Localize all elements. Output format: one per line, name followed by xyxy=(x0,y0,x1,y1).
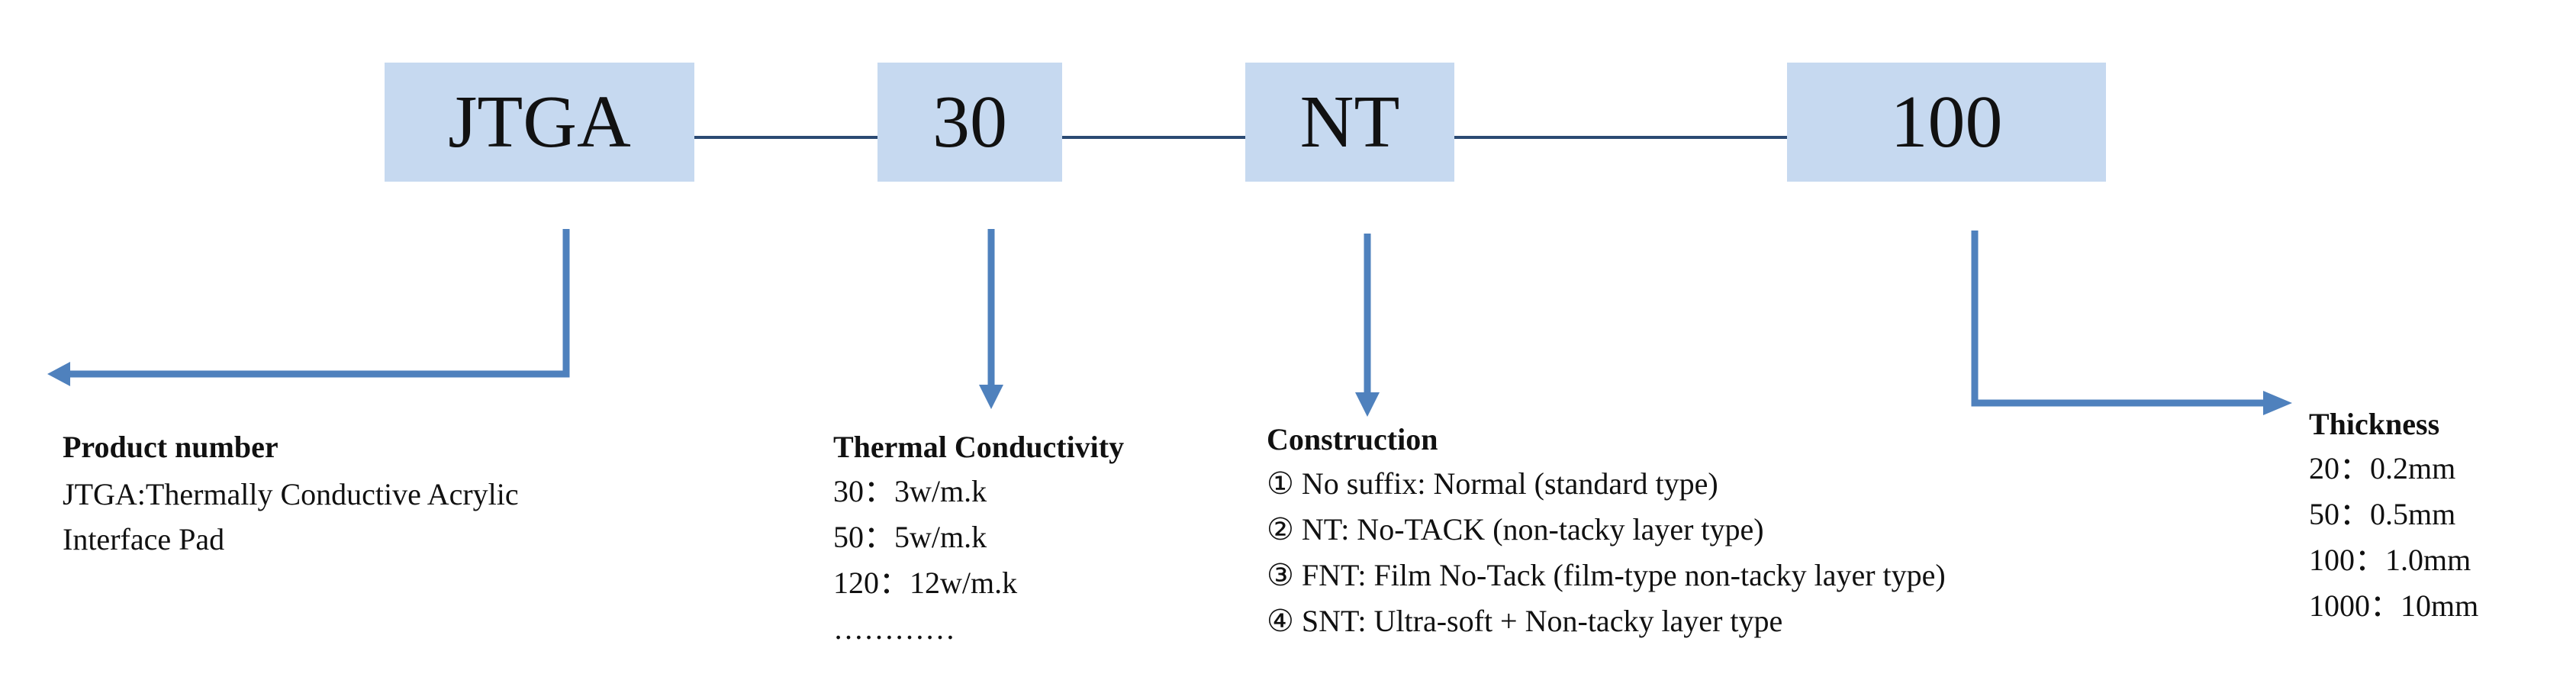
desc-line: ② NT: No-TACK (non-tacky layer type) xyxy=(1267,512,1764,547)
code-box-thickness: 100 xyxy=(1787,63,2106,182)
code-box-product: JTGA xyxy=(385,63,694,182)
desc-line: 120：12w/m.k xyxy=(833,566,1018,600)
arrowhead-down xyxy=(979,385,1003,409)
desc-conductivity: Thermal Conductivity 30：3w/m.k 50：5w/m.k… xyxy=(833,426,1124,652)
arrowhead-right xyxy=(2263,391,2292,415)
connector-line xyxy=(1453,136,1789,139)
arrowhead-down xyxy=(1355,392,1380,417)
desc-line: JTGA:Thermally Conductive Acrylic xyxy=(63,477,519,511)
desc-line: ③ FNT: Film No-Tack (film-type non-tacky… xyxy=(1267,558,1946,592)
code-label: JTGA xyxy=(448,81,631,163)
desc-line: 30：3w/m.k xyxy=(833,474,987,508)
arrow-product xyxy=(64,229,570,378)
desc-line: 50：0.5mm xyxy=(2309,497,2456,531)
code-label: 30 xyxy=(932,81,1007,163)
desc-line: 20：0.2mm xyxy=(2309,451,2456,485)
code-label: NT xyxy=(1299,81,1400,163)
desc-line: ④ SNT: Ultra-soft + Non-tacky layer type xyxy=(1267,604,1783,638)
desc-title: Thickness xyxy=(2309,407,2440,441)
desc-line: ………… xyxy=(833,611,955,646)
desc-title: Product number xyxy=(63,430,279,464)
arrowhead-left xyxy=(47,362,70,386)
desc-title: Construction xyxy=(1267,422,1438,456)
code-box-construction: NT xyxy=(1245,63,1454,182)
desc-thickness: Thickness 20：0.2mm 50：0.5mm 100：1.0mm 10… xyxy=(2309,403,2478,629)
desc-title: Thermal Conductivity xyxy=(833,430,1125,464)
desc-construction: Construction ① No suffix: Normal (standa… xyxy=(1267,418,1946,644)
desc-line: ① No suffix: Normal (standard type) xyxy=(1267,466,1718,501)
desc-product: Product number JTGA:Thermally Conductive… xyxy=(63,426,519,562)
code-box-conductivity: 30 xyxy=(877,63,1062,182)
desc-line: 1000：10mm xyxy=(2309,588,2479,623)
connector-line xyxy=(693,136,879,139)
desc-line: 100：1.0mm xyxy=(2309,543,2471,577)
code-label: 100 xyxy=(1890,81,2003,163)
desc-line: 50：5w/m.k xyxy=(833,520,987,554)
arrow-thickness xyxy=(1971,231,2263,407)
connector-line xyxy=(1061,136,1247,139)
desc-line: Interface Pad xyxy=(63,522,225,556)
